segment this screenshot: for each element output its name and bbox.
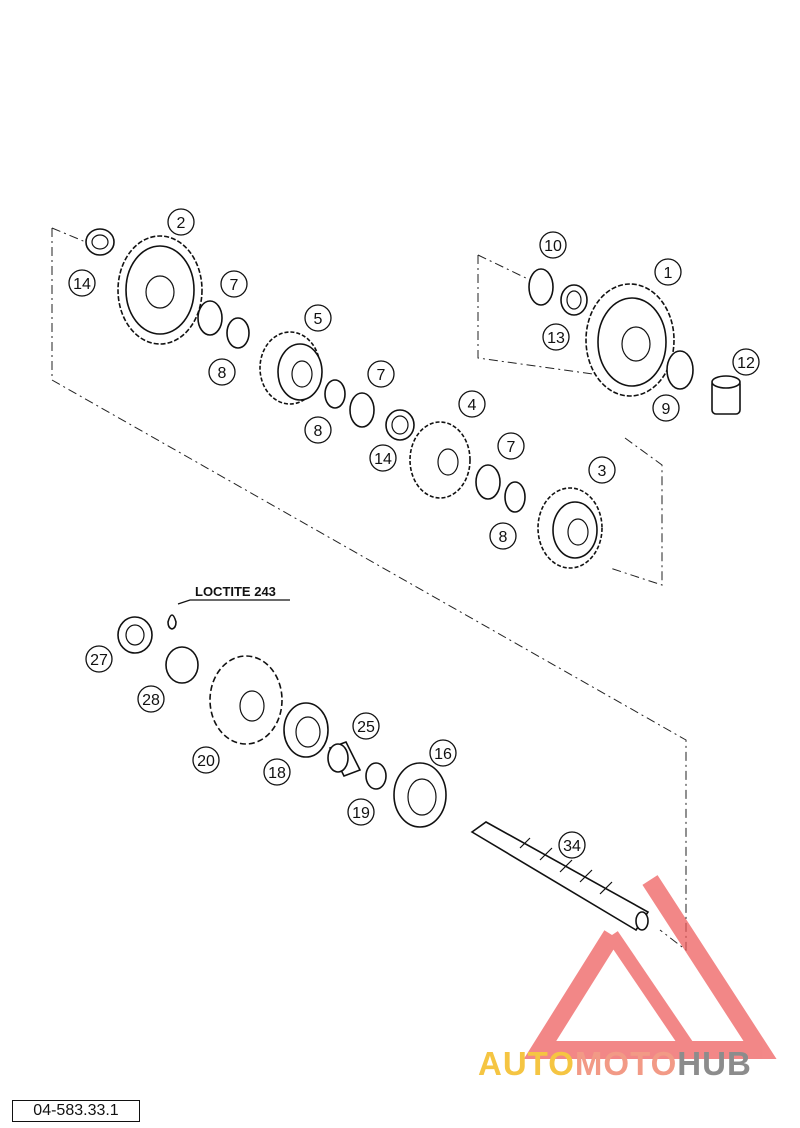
callout-9: 9 (652, 394, 680, 422)
svg-text:27: 27 (90, 652, 108, 669)
svg-text:14: 14 (374, 451, 392, 468)
washer-7c (475, 464, 501, 500)
svg-text:28: 28 (142, 692, 160, 709)
callout-25: 25 (352, 712, 380, 740)
svg-text:12: 12 (737, 355, 755, 372)
needle-bearing-14b (385, 409, 415, 441)
washer-9 (666, 350, 694, 390)
svg-text:8: 8 (314, 423, 323, 440)
callout-13: 13 (542, 323, 570, 351)
callout-20: 20 (192, 746, 220, 774)
callout-34: 34 (558, 831, 586, 859)
callout-7a: 7 (220, 270, 248, 298)
parts (85, 228, 741, 932)
svg-text:16: 16 (434, 746, 452, 763)
washer-7a (197, 300, 223, 336)
callout-27: 27 (85, 645, 113, 673)
callouts: 1 2 3 4 5 7 7 7 8 8 8 9 10 12 13 14 14 1… (68, 208, 760, 859)
svg-text:10: 10 (544, 238, 562, 255)
washer-10 (528, 268, 554, 306)
callout-2: 2 (167, 208, 195, 236)
gear-1 (585, 283, 675, 397)
o-ring-19 (365, 762, 387, 790)
main-shaft-34 (470, 821, 650, 932)
ball-bearing-16 (393, 762, 447, 828)
callout-10: 10 (539, 231, 567, 259)
callout-7c: 7 (497, 432, 525, 460)
watermark-part-auto: AUTO (478, 1045, 575, 1082)
callout-16: 16 (429, 739, 457, 767)
washer-7b (349, 392, 375, 428)
callout-8c: 8 (489, 522, 517, 550)
watermark-brand: AUTOMOTOHUB (478, 1045, 752, 1083)
svg-text:2: 2 (177, 215, 186, 232)
svg-text:9: 9 (662, 401, 671, 418)
watermark-triangle-icon (523, 875, 777, 1059)
svg-text:5: 5 (314, 311, 323, 328)
watermark-logo (523, 875, 777, 1059)
drawing-code: 04-583.33.1 (12, 1100, 140, 1122)
gear-4 (409, 421, 471, 499)
callout-28: 28 (137, 685, 165, 713)
svg-text:25: 25 (357, 719, 375, 736)
callout-1: 1 (654, 258, 682, 286)
loctite-annotation: LOCTITE 243 (177, 584, 290, 605)
gear-3 (537, 487, 603, 569)
gear-5 (259, 331, 323, 405)
svg-text:3: 3 (598, 463, 607, 480)
callout-12: 12 (732, 348, 760, 376)
lock-washer-28 (165, 646, 199, 684)
svg-text:1: 1 (664, 265, 673, 282)
watermark-part-hub: HUB (677, 1045, 752, 1082)
svg-text:7: 7 (507, 439, 516, 456)
callout-14b: 14 (369, 444, 397, 472)
svg-text:8: 8 (218, 365, 227, 382)
gear-2 (117, 235, 203, 345)
circlip-8b (324, 379, 346, 409)
callout-19: 19 (347, 798, 375, 826)
svg-text:8: 8 (499, 529, 508, 546)
svg-text:7: 7 (230, 277, 239, 294)
circlip-8a (226, 317, 250, 349)
sprocket-20 (209, 655, 283, 745)
callout-8a: 8 (208, 358, 236, 386)
svg-text:18: 18 (268, 765, 286, 782)
callout-5: 5 (304, 304, 332, 332)
shaft-seal-18 (283, 702, 329, 758)
callout-14a: 14 (68, 269, 96, 297)
svg-text:13: 13 (547, 330, 565, 347)
loctite-drop-icon (167, 614, 177, 630)
needle-bearing-14a (85, 228, 115, 256)
svg-text:14: 14 (73, 276, 91, 293)
svg-text:4: 4 (468, 397, 477, 414)
callout-8b: 8 (304, 416, 332, 444)
callout-4: 4 (458, 390, 486, 418)
loctite-label: LOCTITE 243 (195, 584, 276, 599)
bushing-12 (711, 375, 741, 415)
watermark-part-moto: MOTO (574, 1045, 678, 1082)
svg-text:7: 7 (377, 367, 386, 384)
circlip-8c (504, 481, 526, 513)
nut-27 (117, 616, 153, 654)
callout-18: 18 (263, 758, 291, 786)
svg-text:20: 20 (197, 753, 215, 770)
callout-3: 3 (588, 456, 616, 484)
svg-text:34: 34 (563, 838, 581, 855)
spacer-25 (327, 740, 362, 778)
svg-text:19: 19 (352, 805, 370, 822)
needle-bearing-13 (560, 284, 588, 316)
callout-7b: 7 (367, 360, 395, 388)
